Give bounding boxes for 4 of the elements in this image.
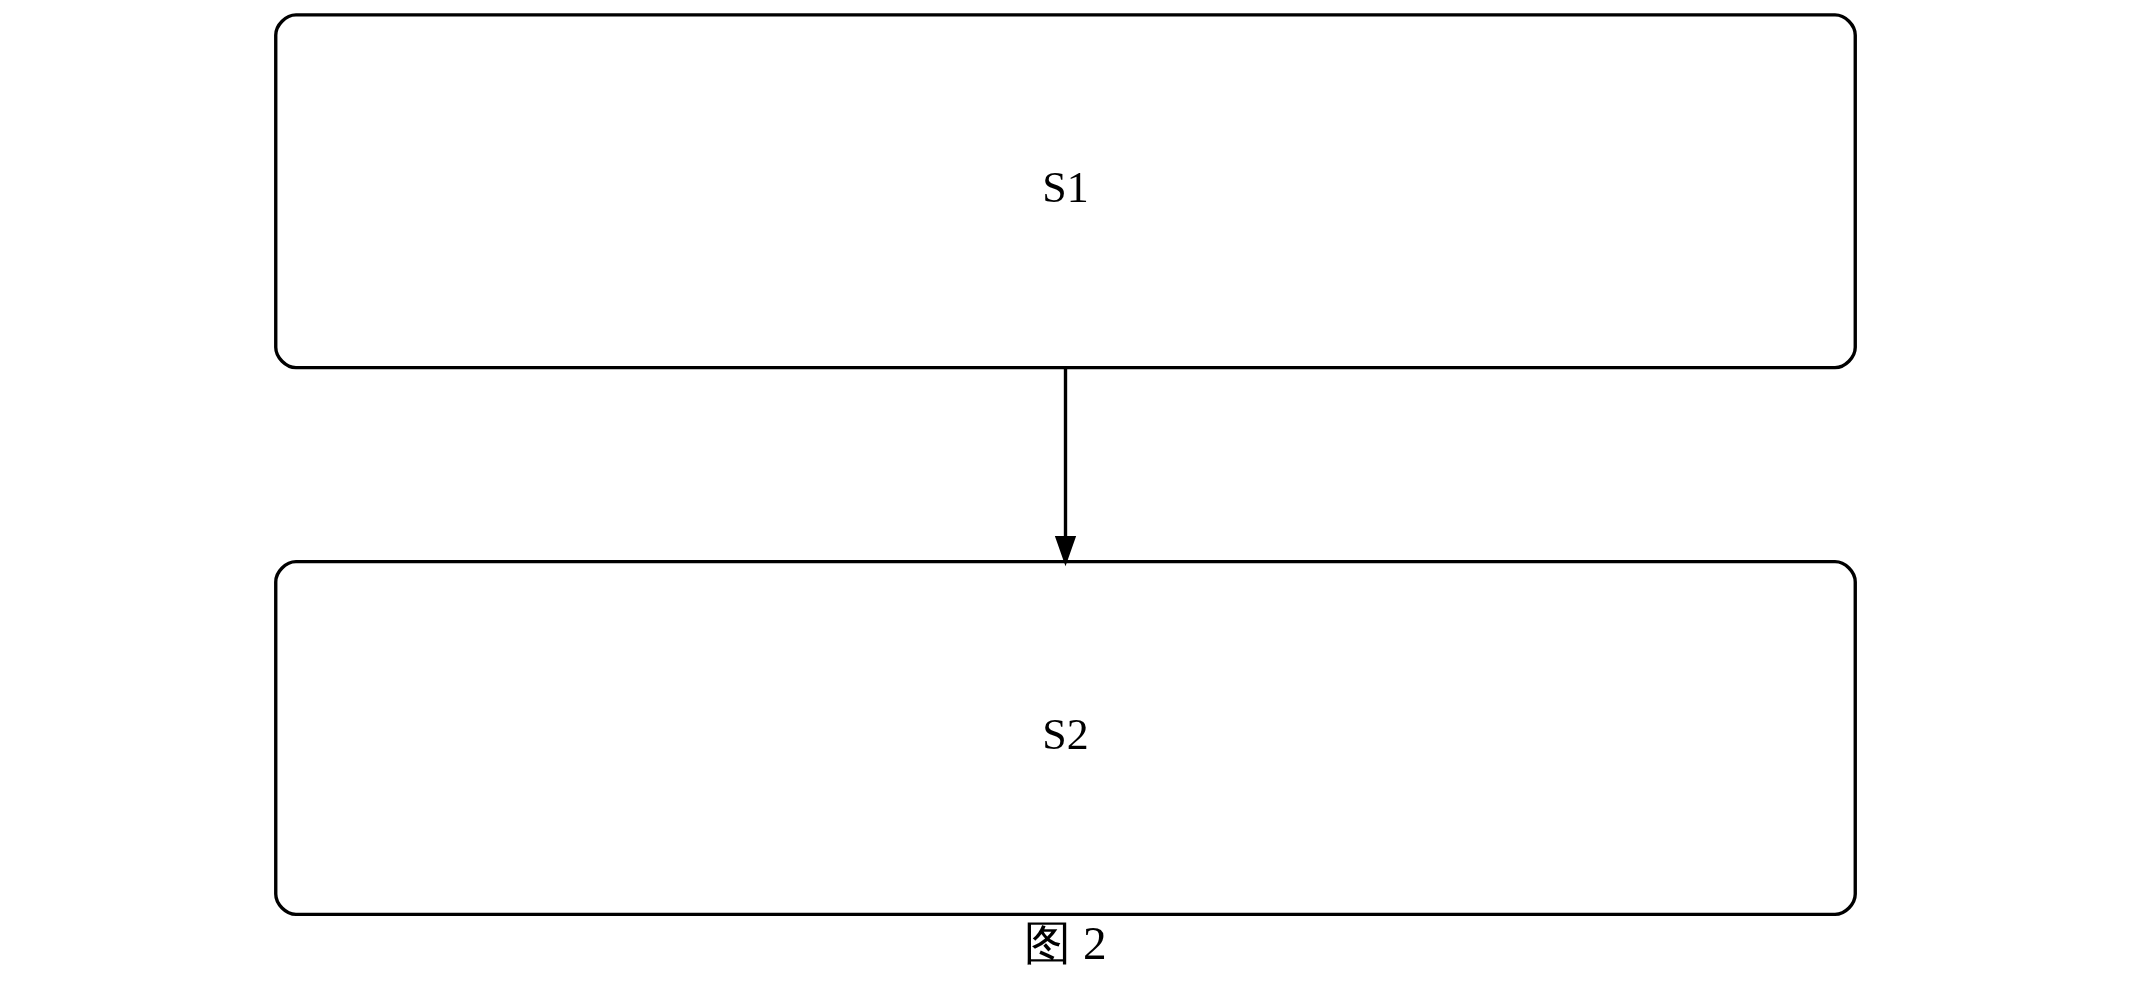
node-box: S1 <box>273 13 1857 370</box>
arrow <box>1054 367 1076 567</box>
caption: 图 2 <box>1023 916 1107 969</box>
node-box: S2 <box>273 559 1857 916</box>
